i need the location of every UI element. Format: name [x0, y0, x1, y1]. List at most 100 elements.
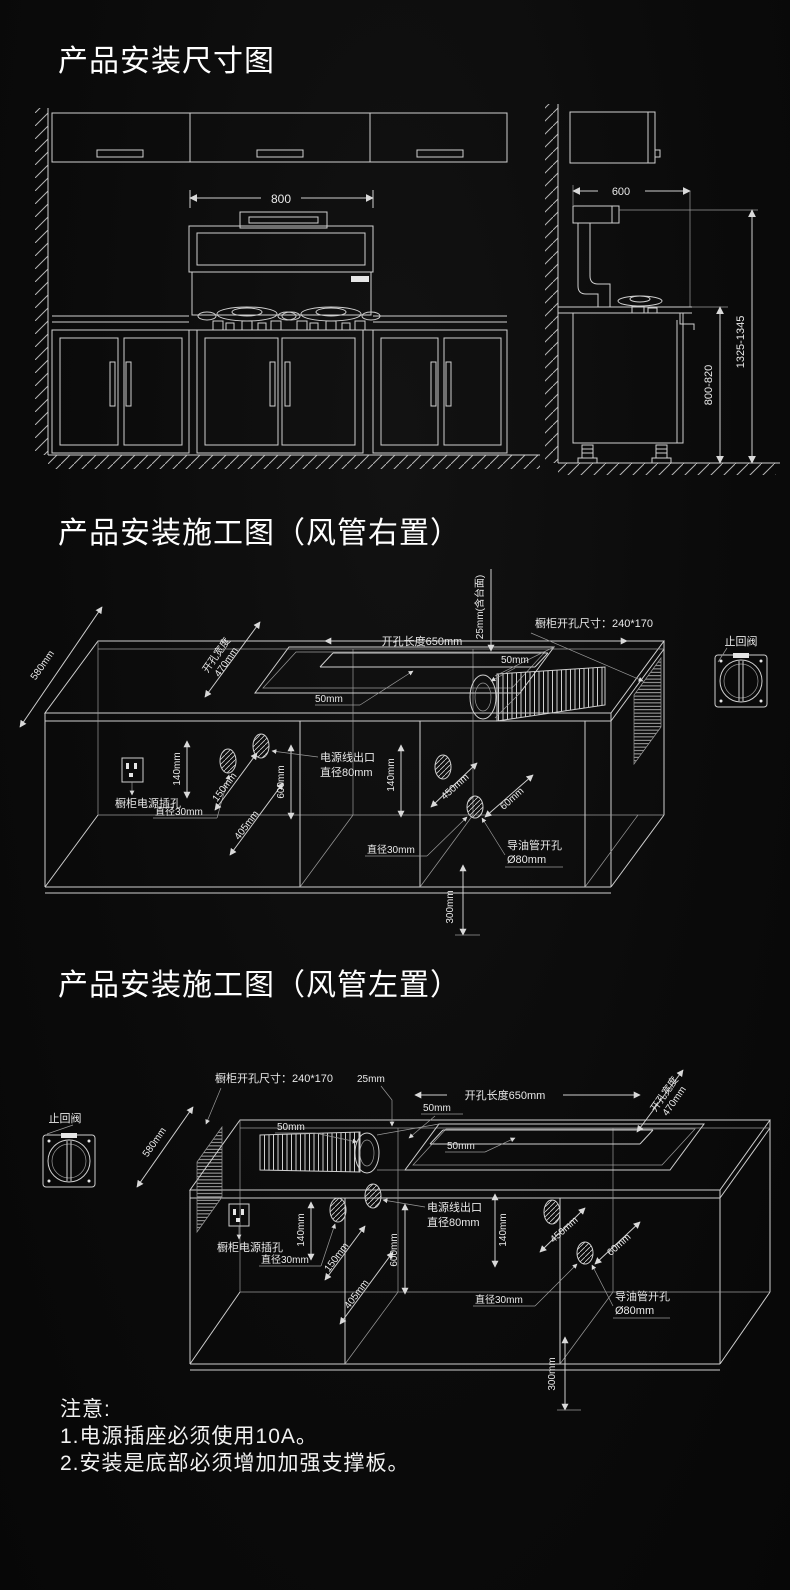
- check-valve-label: 止回阀: [49, 1111, 82, 1125]
- hole-80mm-power: [364, 1183, 382, 1209]
- d60-label: 60mm: [498, 786, 526, 813]
- door-handle: [445, 361, 452, 407]
- dim-600: 600mm: [389, 1203, 409, 1295]
- socket-icon: [121, 757, 144, 796]
- check-valve-icon: [714, 653, 768, 708]
- h140-label-a: 140mm: [172, 752, 183, 785]
- side-total-height-label: 1325-1345: [735, 316, 747, 369]
- dim-140-b: 140mm: [491, 1193, 509, 1268]
- depth-dim-label: 580mm: [141, 1126, 169, 1160]
- floor-hatch: [48, 454, 540, 469]
- hole-80mm-power-b: [543, 1199, 561, 1225]
- dim-800: 800: [189, 190, 374, 208]
- oil-hole-label-1: 导油管开孔: [507, 838, 562, 852]
- side-depth-dim-label: 600: [612, 186, 630, 198]
- wall-hatch: [545, 104, 559, 463]
- door-handle: [109, 361, 116, 407]
- dim-600: 600: [572, 185, 691, 307]
- oil-hole-label-1: 导油管开孔: [615, 1289, 670, 1303]
- power-outlet-label-2: 直径80mm: [427, 1215, 480, 1229]
- dim-1325-1345: 1325-1345: [619, 209, 758, 464]
- iso-drawing-duct-right: 止回阀 580mm 开孔宽度 470mm 开孔长度650mm 50mm 25mm…: [19, 569, 768, 936]
- note-item-2: 2.安装是底部必须增加加强支撑板。: [60, 1452, 410, 1475]
- oil-hole-label-2: Ø80mm: [615, 1305, 654, 1317]
- h140-label-b: 140mm: [386, 758, 397, 791]
- opening-length-label: 开孔长度650mm: [465, 1088, 546, 1102]
- countertop-cutout: [254, 646, 555, 694]
- door-handle: [125, 361, 132, 407]
- h140-label-a: 140mm: [296, 1213, 307, 1246]
- d150-label: 150mm: [211, 771, 240, 804]
- base-cabinet-middle: [196, 329, 364, 454]
- notes-block: 注意: 1.电源插座必须使用10A。 2.安装是底部必须增加加强支撑板。: [60, 1396, 410, 1477]
- countertop-cutout: [404, 1123, 705, 1171]
- power-outlet-label-1: 电源线出口: [320, 750, 375, 764]
- gap-50-label-a: 50mm: [277, 1122, 305, 1133]
- hole-oil-pipe: [466, 795, 484, 819]
- upper-cabinets: [51, 112, 508, 163]
- dim-150: 150mm: [323, 1225, 366, 1281]
- base-cabinet-side: [572, 312, 684, 464]
- leader-dia30-b: 直径30mm: [365, 816, 468, 857]
- foot-left: [577, 444, 598, 464]
- section-title-left-duct: 产品安装施工图（风管左置）: [58, 969, 461, 1002]
- countertops: [52, 315, 507, 323]
- oil-hole-label-2: Ø80mm: [507, 854, 546, 866]
- dim-140-a: 140mm: [296, 1201, 315, 1261]
- door-handle: [284, 361, 291, 407]
- dim-300: 300mm: [445, 864, 480, 936]
- floor-hatch: [558, 462, 780, 475]
- burner-icon-side: [617, 295, 663, 314]
- base-cabinet-left: [51, 329, 190, 454]
- dim-opening-width-470: 开孔宽度 470mm: [199, 621, 261, 698]
- section-title-dimensions: 产品安装尺寸图: [58, 45, 275, 78]
- front-view-drawing: 800: [35, 108, 540, 469]
- leader-gap-50-b: 50mm: [408, 1103, 463, 1139]
- cabinet-handle: [654, 149, 661, 158]
- cabinet-handle: [256, 149, 304, 158]
- front-width-dim-label: 800: [271, 192, 291, 206]
- leader-gap-50-a: 50mm: [275, 1122, 358, 1144]
- cabinet-side-opening-hatch: [196, 1125, 223, 1234]
- cabinet-side-opening-hatch: [633, 656, 662, 766]
- hole-30mm: [329, 1197, 347, 1223]
- dim-405: 405mm: [339, 1251, 394, 1325]
- flex-duct: [469, 646, 606, 722]
- socket-icon: [228, 1203, 250, 1240]
- leader-oil-hole: 导油管开孔 Ø80mm: [591, 1264, 670, 1319]
- leader-dia30-b: 直径30mm: [473, 1263, 578, 1307]
- dim-depth-580: 580mm: [19, 606, 103, 728]
- notes-heading: 注意:: [60, 1398, 111, 1421]
- d60-label: 60mm: [605, 1232, 633, 1259]
- d405-label: 405mm: [343, 1278, 372, 1311]
- top-offset-label: 25mm(含台面): [473, 575, 486, 639]
- leader-cabinet-opening: 橱柜开孔尺寸：240*170: [530, 616, 653, 682]
- d405-label: 405mm: [233, 809, 262, 842]
- hole-30mm: [219, 748, 237, 774]
- door-handle: [269, 361, 276, 407]
- burner-icon-left: [197, 306, 297, 331]
- gap-50-label-b: 50mm: [501, 655, 529, 666]
- base-cabinet-right: [372, 329, 508, 454]
- dia30-label-b: 直径30mm: [475, 1293, 523, 1306]
- dim-300: 300mm: [547, 1336, 581, 1411]
- wall-hatch: [35, 108, 49, 455]
- power-outlet-label-1: 电源线出口: [427, 1200, 482, 1214]
- cabinet-handle: [96, 149, 144, 158]
- leader-gap-50-b: 50mm: [490, 655, 529, 682]
- leader-gap-50-c: 50mm: [445, 1137, 516, 1153]
- iso-drawing-duct-left: 止回阀 580mm 橱柜开孔尺寸：240*170 25mm 50mm 50mm …: [42, 1069, 771, 1411]
- d150-label: 150mm: [323, 1241, 352, 1274]
- h600-label: 600mm: [276, 765, 287, 798]
- flex-duct: [259, 1123, 440, 1174]
- side-counter-height-label: 800-820: [703, 365, 715, 405]
- cabinet-opening-label: 橱柜开孔尺寸：240*170: [215, 1071, 333, 1085]
- dim-opening-length-650: 开孔长度650mm: [324, 634, 628, 648]
- side-view-drawing: 600: [545, 104, 780, 475]
- top-offset-label: 25mm: [357, 1074, 385, 1085]
- dim-opening-length-650: 开孔长度650mm: [414, 1088, 641, 1102]
- check-valve-label: 止回阀: [725, 634, 758, 648]
- h140-label-b: 140mm: [498, 1213, 509, 1246]
- leader-power-outlet: 电源线出口 直径80mm: [271, 749, 375, 779]
- h300-label: 300mm: [445, 890, 456, 923]
